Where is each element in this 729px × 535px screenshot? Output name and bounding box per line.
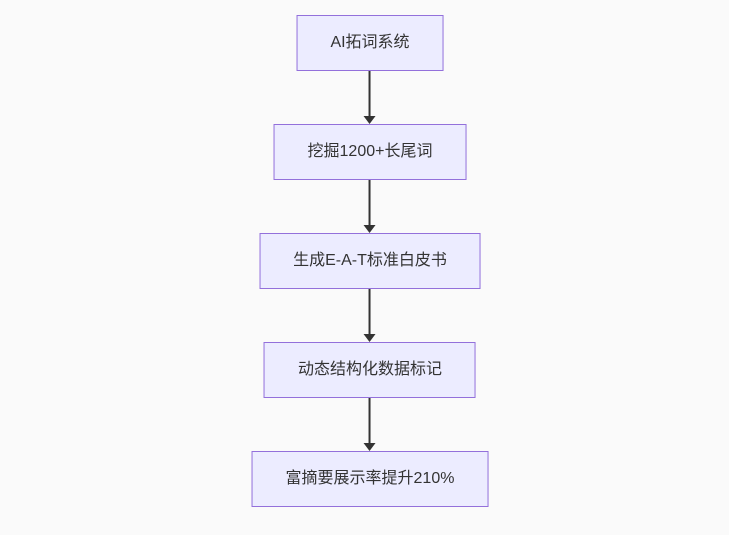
flow-node-eat-whitepaper: 生成E-A-T标准白皮书	[259, 233, 481, 289]
flow-arrow-2	[364, 180, 376, 233]
arrowhead-down-icon	[364, 443, 376, 451]
flow-arrow-4	[364, 398, 376, 451]
flow-node-label: AI拓词系统	[330, 34, 410, 51]
flow-arrow-3	[364, 289, 376, 342]
arrowhead-down-icon	[364, 225, 376, 233]
flow-node-label: 生成E-A-T标准白皮书	[293, 252, 447, 269]
arrow-line	[369, 289, 371, 334]
arrowhead-down-icon	[364, 334, 376, 342]
arrow-line	[369, 180, 371, 225]
arrow-line	[369, 398, 371, 443]
flow-node-longtail-words: 挖掘1200+长尾词	[273, 124, 467, 180]
flowchart-column: AI拓词系统 挖掘1200+长尾词 生成E-A-T标准白皮书 动态结构化数据标记	[251, 15, 489, 507]
flow-node-label: 动态结构化数据标记	[297, 361, 442, 378]
flow-arrow-1	[364, 71, 376, 124]
flow-node-rich-snippet-result: 富摘要展示率提升210%	[251, 451, 489, 507]
arrow-line	[369, 71, 371, 116]
arrowhead-down-icon	[364, 116, 376, 124]
flow-node-label: 挖掘1200+长尾词	[307, 143, 433, 160]
flow-node-ai-word-system: AI拓词系统	[296, 15, 444, 71]
flow-node-label: 富摘要展示率提升210%	[285, 470, 455, 487]
flow-node-structured-data: 动态结构化数据标记	[263, 342, 476, 398]
